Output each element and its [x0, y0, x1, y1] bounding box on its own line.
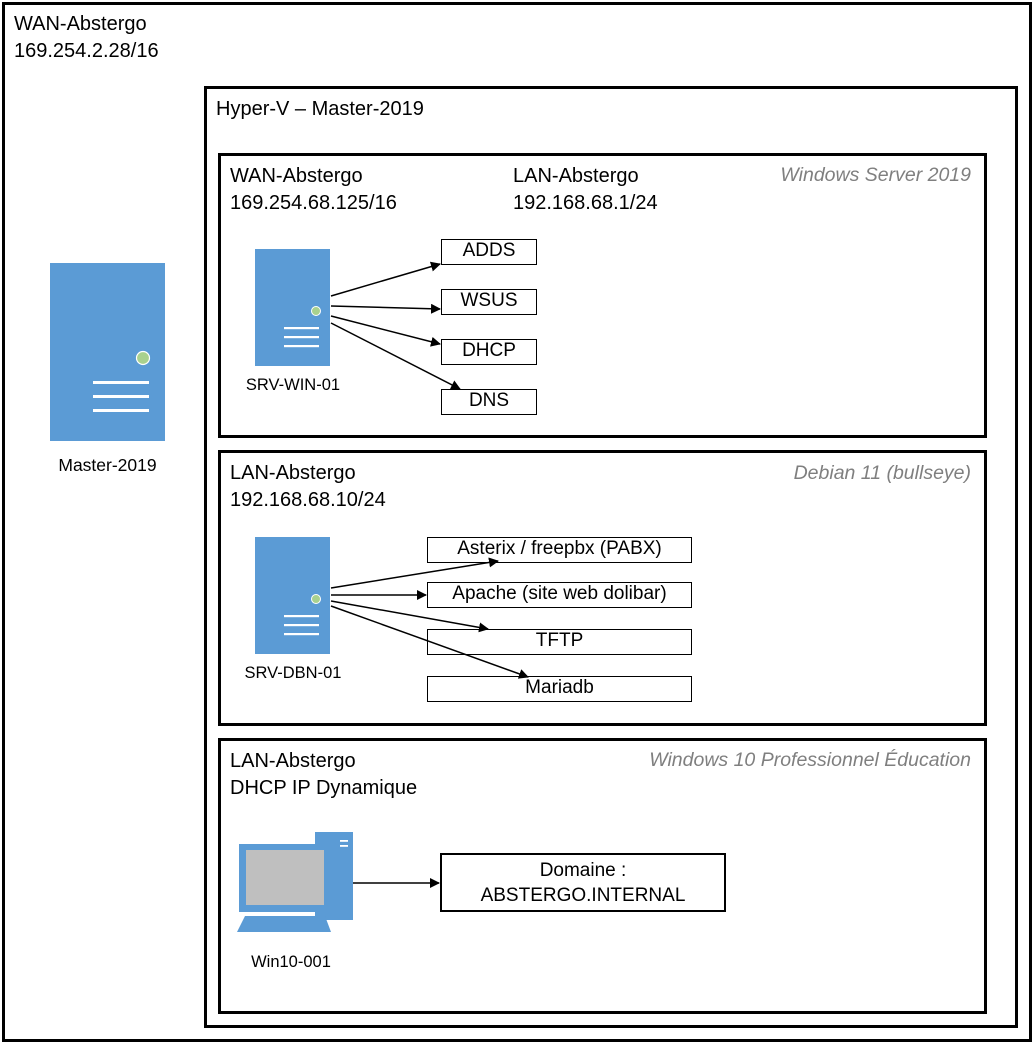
service-apache: Apache (site web dolibar): [427, 582, 692, 608]
outer-network-name: WAN-Abstergo: [14, 13, 147, 35]
vm1-wan-ip: 169.254.68.125/16: [230, 192, 397, 214]
desktop-computer-icon: [237, 832, 353, 932]
vm2-os-label: Debian 11 (bullseye): [793, 462, 971, 484]
vm2-lan-ip: 192.168.68.10/24: [230, 489, 386, 511]
service-asterix-freepbx: Asterix / freepbx (PABX): [427, 537, 692, 563]
service-wsus: WSUS: [441, 289, 537, 315]
service-adds: ADDS: [441, 239, 537, 265]
service-mariadb: Mariadb: [427, 676, 692, 702]
vm3-os-label: Windows 10 Professionnel Éducation: [649, 749, 971, 771]
service-dns: DNS: [441, 389, 537, 415]
service-tftp: TFTP: [427, 629, 692, 655]
domain-box: Domaine : ABSTERGO.INTERNAL: [440, 853, 726, 912]
domain-label: Domaine :: [539, 860, 627, 881]
vm3-lan-name: LAN-Abstergo: [230, 750, 356, 772]
vm1-lan-ip: 192.168.68.1/24: [513, 192, 658, 214]
host-name-label: Master-2019: [58, 455, 157, 475]
server-tower-icon: [255, 249, 330, 366]
vm1-wan-name: WAN-Abstergo: [230, 165, 363, 187]
vm2-lan-name: LAN-Abstergo: [230, 462, 356, 484]
vm3-ip-mode: DHCP IP Dynamique: [230, 777, 418, 799]
vm1-lan-name: LAN-Abstergo: [513, 165, 639, 187]
service-dhcp: DHCP: [441, 339, 537, 365]
vm1-os-label: Windows Server 2019: [780, 164, 971, 186]
vm1-server-name: SRV-WIN-01: [245, 376, 341, 394]
server-tower-icon: [50, 263, 165, 441]
domain-value: ABSTERGO.INTERNAL: [480, 885, 686, 906]
server-tower-icon: [255, 537, 330, 654]
outer-network-ip: 169.254.2.28/16: [14, 40, 159, 62]
vm3-computer-name: Win10-001: [251, 953, 331, 971]
vm2-server-name: SRV-DBN-01: [244, 664, 342, 682]
hyperv-title: Hyper-V – Master-2019: [216, 98, 424, 120]
